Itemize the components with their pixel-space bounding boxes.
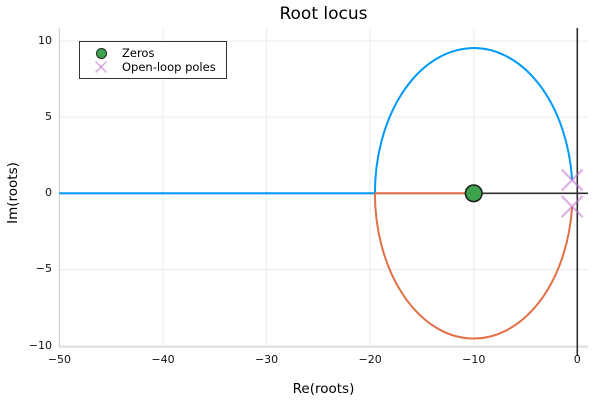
x-tick-label: −30 bbox=[254, 353, 279, 366]
legend-pole-marker-cell bbox=[80, 60, 122, 74]
y-tick-label: −10 bbox=[28, 338, 52, 352]
x-tick-label: −40 bbox=[151, 353, 175, 366]
pole-marker bbox=[560, 195, 584, 218]
y-tick-label: 0 bbox=[45, 186, 52, 200]
legend-item: Zeros bbox=[80, 46, 226, 60]
x-tick-label: −10 bbox=[462, 353, 486, 366]
poles-legend-icon-stroke bbox=[94, 60, 108, 74]
y-tick-label: 10 bbox=[38, 34, 52, 47]
legend-item: Open-loop poles bbox=[80, 60, 226, 74]
legend-label: Zeros bbox=[122, 45, 155, 60]
x-tick-label: −50 bbox=[47, 353, 72, 366]
y-tick-label: 5 bbox=[45, 110, 52, 124]
x-axis-label: Re(roots) bbox=[292, 381, 355, 397]
x-tick-label: −20 bbox=[358, 353, 382, 366]
pole-marker-stroke bbox=[560, 195, 584, 218]
zeros-legend-icon bbox=[95, 47, 107, 59]
legend-label: Open-loop poles bbox=[122, 59, 216, 74]
x-tick-label: 0 bbox=[573, 353, 581, 366]
locus-branch-upper bbox=[59, 47, 574, 195]
pole-marker-stroke bbox=[560, 168, 584, 192]
legend-zero-marker-cell bbox=[80, 47, 122, 59]
pole-marker bbox=[560, 168, 584, 192]
zero-marker bbox=[464, 184, 483, 203]
locus-branch-lower bbox=[373, 192, 574, 340]
poles-legend-icon bbox=[94, 60, 108, 74]
chart-title: Root locus bbox=[279, 4, 368, 24]
y-tick-label: −5 bbox=[35, 262, 52, 276]
